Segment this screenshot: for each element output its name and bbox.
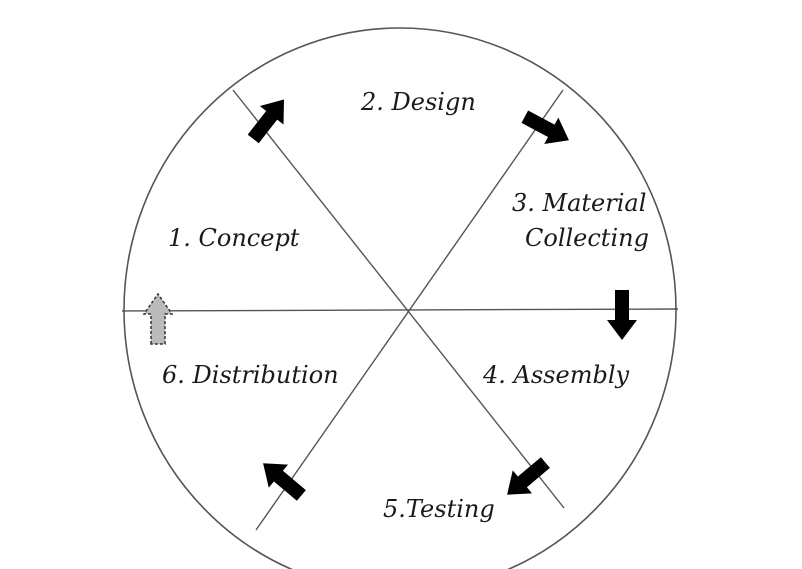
arrow-concept-to-design-icon bbox=[247, 99, 285, 144]
arrow-testing-to-distribution-icon bbox=[263, 463, 306, 501]
arrow-material-to-assembly-icon bbox=[607, 290, 637, 340]
stage-label-concept: 1. Concept bbox=[168, 224, 300, 252]
arrow-distribution-to-concept-icon bbox=[142, 292, 174, 345]
stage-label-testing: 5.Testing bbox=[383, 495, 495, 523]
arrow-assembly-to-testing-icon bbox=[507, 457, 550, 495]
stage-label-design: 2. Design bbox=[360, 88, 476, 116]
spoke-diagonal-up bbox=[255, 89, 564, 531]
cycle-circle bbox=[123, 27, 677, 569]
stage-label-distribution: 6. Distribution bbox=[162, 361, 339, 389]
stage-label-collecting: Collecting bbox=[525, 224, 649, 252]
spoke-diagonal-down bbox=[232, 89, 565, 509]
spoke-horizontal bbox=[121, 308, 679, 312]
stage-label-material: 3. Material bbox=[512, 189, 646, 217]
stage-label-assembly: 4. Assembly bbox=[482, 361, 629, 389]
arrow-design-to-material-icon bbox=[521, 110, 569, 145]
